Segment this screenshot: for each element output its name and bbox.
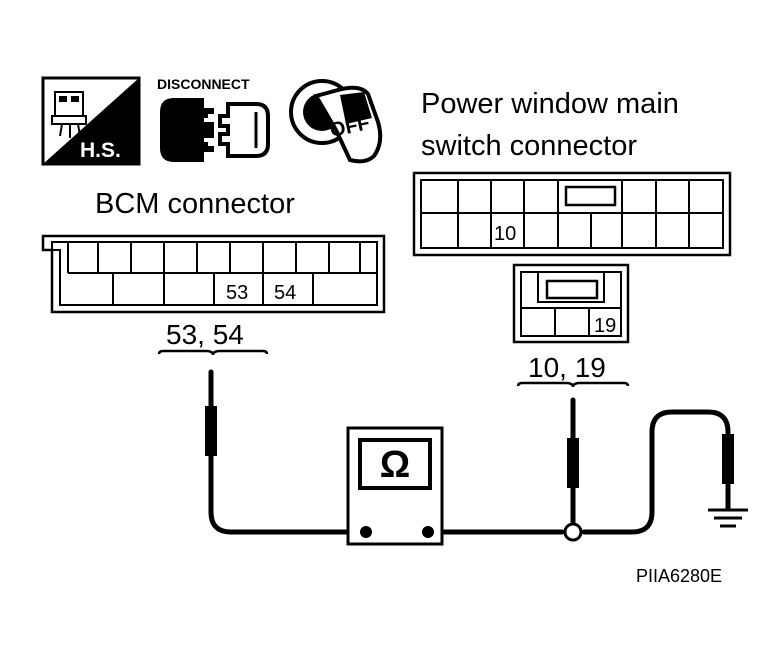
- pw-sub-connector: [512, 263, 630, 344]
- pw-pin-19: 19: [594, 315, 616, 337]
- bcm-probe-label: 53, 54: [166, 319, 244, 350]
- pw-pin-10: 10: [494, 223, 516, 245]
- pw-connector-title-line2: switch connector: [421, 130, 637, 162]
- bcm-probe-handle: [205, 406, 217, 456]
- ohm-symbol: Ω: [380, 444, 410, 486]
- bcm-connector-title: BCM connector: [95, 188, 295, 220]
- ground-probe-handle: [722, 434, 734, 484]
- bcm-probe-bracket: [157, 349, 269, 356]
- connector-small-icon: [51, 91, 87, 138]
- ohmmeter: Ω: [346, 426, 444, 546]
- probe-wires: [208, 369, 731, 535]
- pw-probe-label: 10, 19: [528, 352, 606, 383]
- ignition-off-icon: OFF: [289, 79, 383, 164]
- pw-connector-title-line1: Power window main: [421, 88, 679, 120]
- harness-side-icon: H.S.: [41, 76, 141, 166]
- meter-terminal-right: [422, 526, 434, 538]
- ohmmeter-display: [358, 438, 432, 490]
- pw-main-connector: [412, 171, 732, 257]
- ground-icon: [708, 508, 748, 528]
- disconnect-icon: DISCONNECT: [157, 76, 270, 162]
- hs-label: H.S.: [80, 139, 121, 162]
- bcm-pin-53: 53: [226, 282, 248, 304]
- meter-terminal-left: [360, 526, 372, 538]
- bcm-connector: [41, 234, 386, 314]
- pw-probe-handle: [567, 438, 579, 488]
- wire-junction: [563, 522, 583, 542]
- bcm-pin-54: 54: [274, 282, 296, 304]
- reference-code: PIIA6280E: [636, 566, 722, 586]
- pw-probe-bracket: [516, 381, 630, 388]
- disconnect-label: DISCONNECT: [157, 76, 250, 92]
